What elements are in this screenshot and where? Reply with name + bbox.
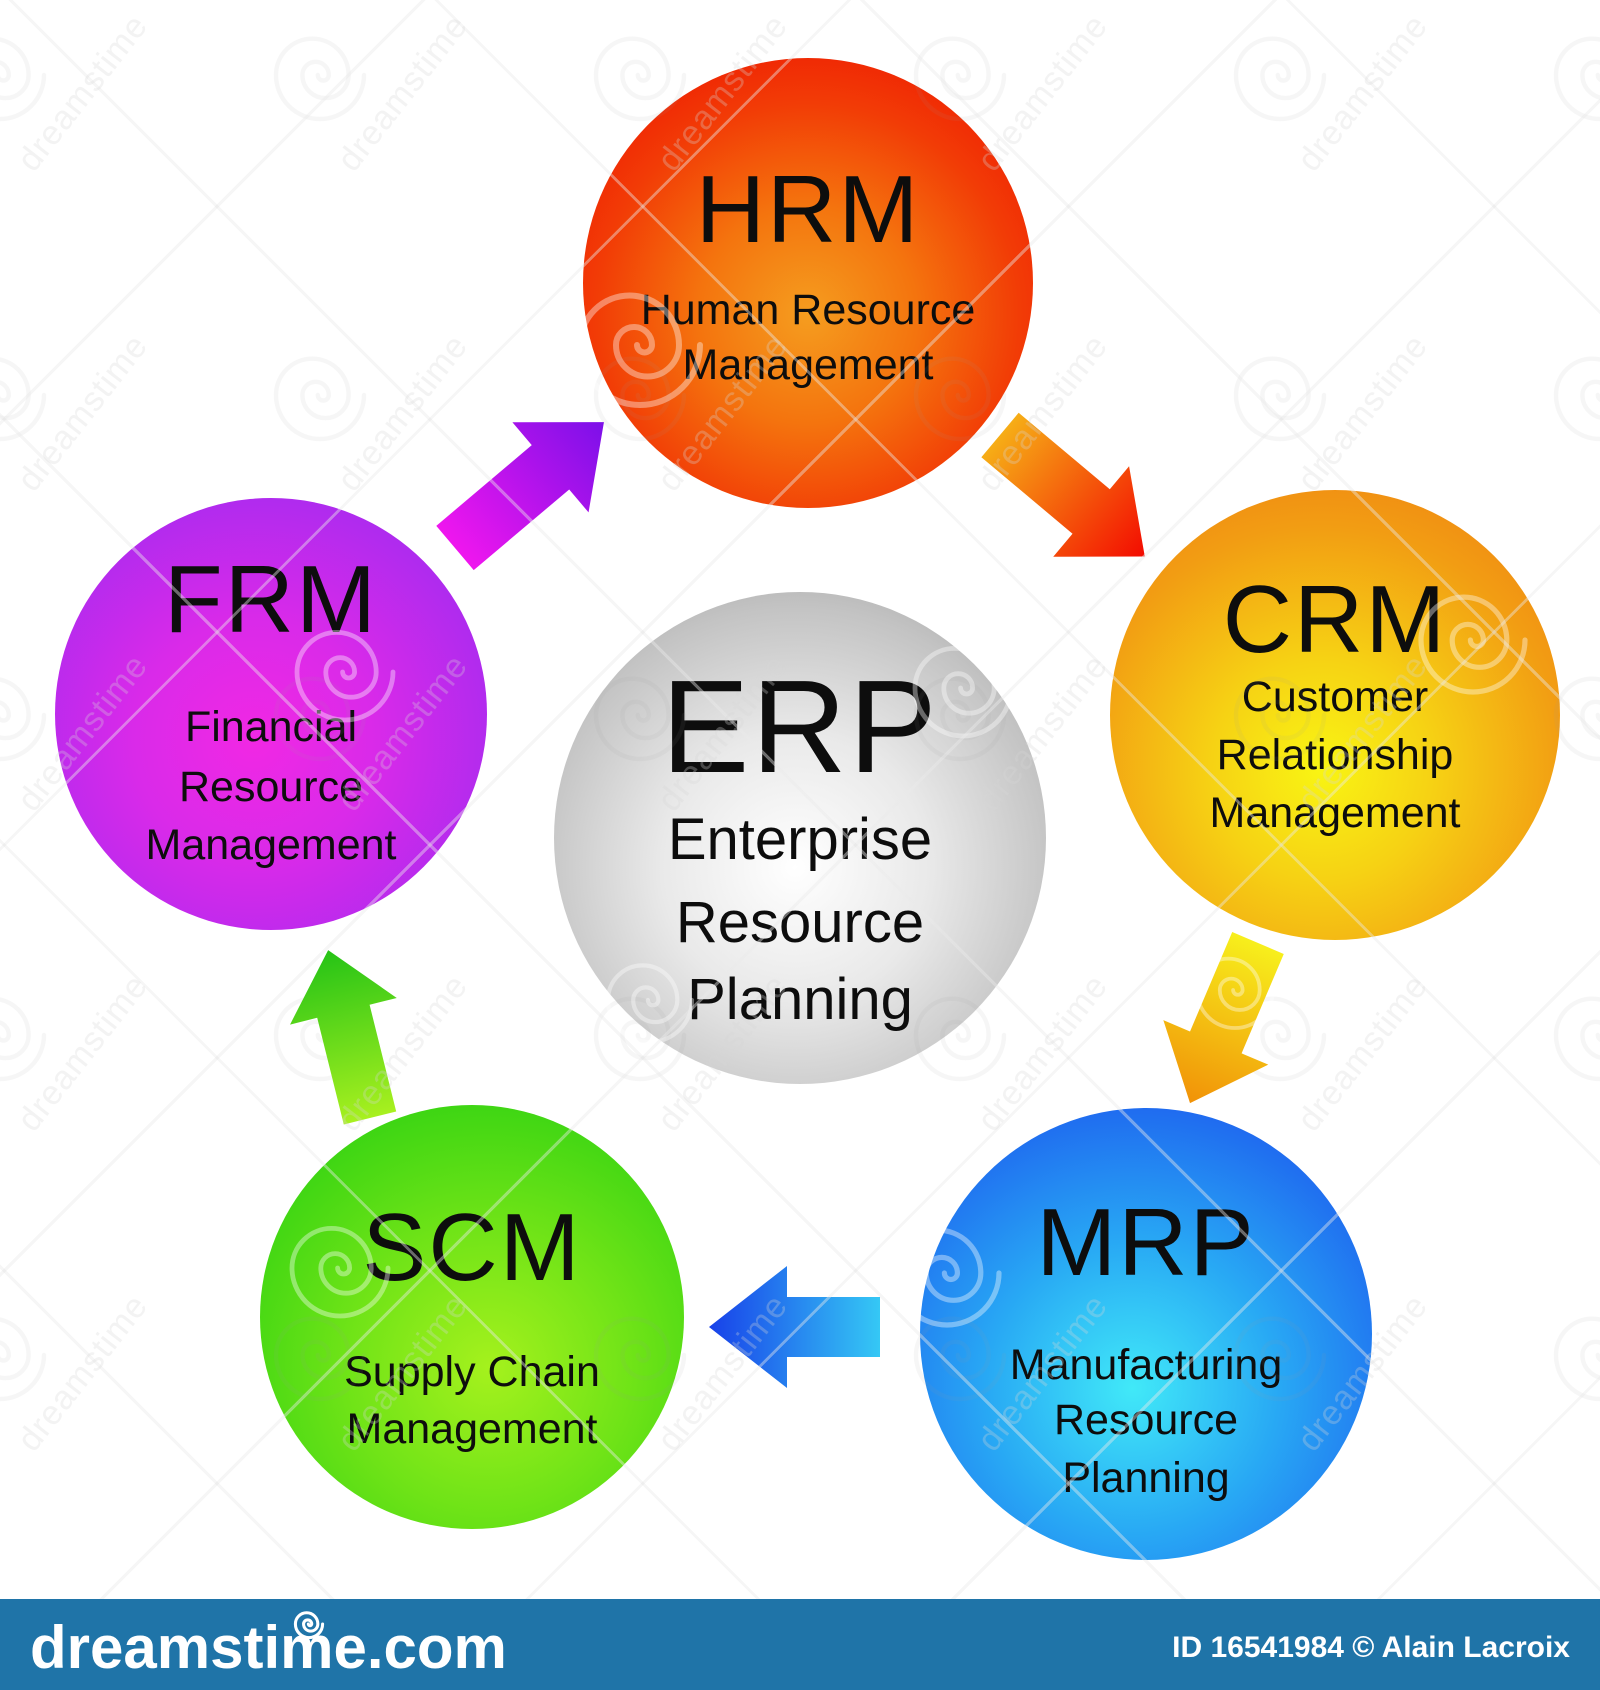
watermark-spiral-icon xyxy=(276,39,364,119)
node-crm-abbr: CRM xyxy=(1222,566,1448,673)
watermark-spiral-icon xyxy=(0,999,44,1079)
watermark-spiral-icon xyxy=(0,359,44,439)
watermark-spiral-icon xyxy=(596,1319,684,1399)
watermark-spiral-icon xyxy=(1556,999,1600,1079)
brand-spiral-icon xyxy=(293,1611,325,1640)
node-mrp-abbr: MRP xyxy=(1036,1189,1256,1296)
watermark-spiral-icon xyxy=(1556,1319,1600,1399)
arrow-crm-to-mrp-icon xyxy=(1163,932,1284,1104)
watermark-spirals-gray xyxy=(0,39,1600,1690)
watermark-spiral-icon xyxy=(916,999,1004,1079)
node-frm-label-line3: Management xyxy=(145,821,397,869)
watermark-spiral-icon xyxy=(596,39,684,119)
watermark-spiral-icon xyxy=(916,1319,1004,1399)
credit-text: ID 16541984 © Alain Lacroix xyxy=(1172,1631,1570,1664)
arrow-mrp-to-scm-icon xyxy=(709,1266,880,1388)
watermark-spiral-icon xyxy=(916,39,1004,119)
node-frm: FRM Financial Resource Management xyxy=(55,498,487,930)
node-erp-label-line3: Planning xyxy=(687,967,913,1032)
watermark-spiral-icon xyxy=(276,359,364,439)
node-hrm-abbr: HRM xyxy=(695,156,921,263)
node-frm-label-line2: Resource xyxy=(178,763,364,811)
watermark-spiral-icon xyxy=(1236,1319,1324,1399)
watermark-spiral-icon xyxy=(1236,39,1324,119)
node-crm-label-line2: Relationship xyxy=(1216,731,1454,779)
node-erp-abbr: ERP xyxy=(661,653,939,800)
node-crm-label-line1: Customer xyxy=(1241,673,1429,721)
node-hrm-label-line2: Management xyxy=(682,341,934,389)
node-hrm: HRM Human Resource Management xyxy=(583,58,1033,508)
watermark-spiral-icon xyxy=(1556,359,1600,439)
watermark-spiral-icon xyxy=(916,359,1004,439)
watermark-bar: dreamstime.com ID 16541984 © Alain Lacro… xyxy=(0,1599,1600,1690)
watermark-spiral-icon xyxy=(1556,39,1600,119)
node-crm-label-line3: Management xyxy=(1209,789,1461,837)
watermark-spiral-icon xyxy=(0,1319,44,1399)
node-scm-label-line1: Supply Chain xyxy=(344,1348,600,1396)
arrow-hrm-to-crm-icon xyxy=(981,412,1145,557)
node-hrm-label-line1: Human Resource xyxy=(640,286,976,334)
watermark-spiral-icon xyxy=(276,1319,364,1399)
node-mrp-label-line3: Planning xyxy=(1062,1454,1230,1502)
watermark-spiral-icon xyxy=(1236,679,1324,759)
brand-logo: dreamstime.com xyxy=(30,1614,507,1681)
arrow-frm-to-hrm-icon xyxy=(436,422,604,571)
node-erp-label-line1: Enterprise xyxy=(667,807,933,872)
node-scm-label-line2: Management xyxy=(346,1405,598,1453)
watermark-spiral-icon xyxy=(1236,359,1324,439)
arrow-scm-to-frm-icon xyxy=(290,950,397,1125)
node-scm-abbr: SCM xyxy=(362,1194,582,1301)
watermark-spiral-icon xyxy=(1556,679,1600,759)
node-mrp-label-line2: Resource xyxy=(1053,1396,1239,1444)
node-erp-label-line2: Resource xyxy=(675,890,925,955)
node-crm: CRM Customer Relationship Management xyxy=(1110,490,1560,940)
watermark-spirals-white xyxy=(292,296,1525,1326)
watermark-spiral-icon xyxy=(0,39,44,119)
watermark-spiral-icon xyxy=(0,679,44,759)
watermark-spiral-icon xyxy=(596,679,684,759)
